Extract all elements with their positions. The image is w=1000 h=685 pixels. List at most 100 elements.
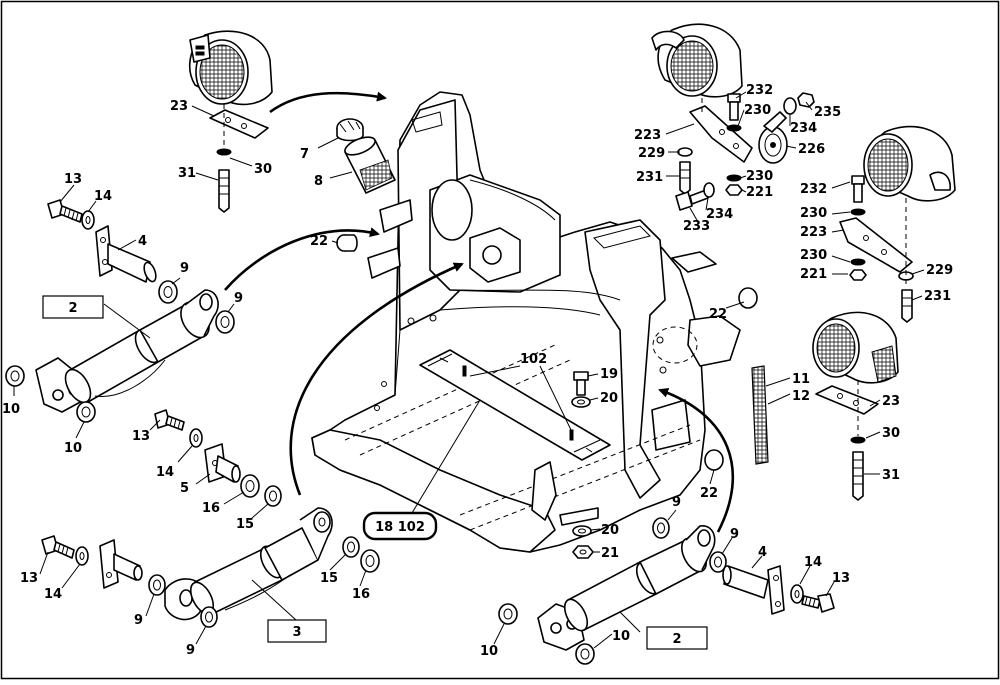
callout-10-right-a: 10	[480, 644, 498, 659]
callout-9-right-b: 9	[730, 527, 739, 542]
callout-14-upper-left: 14	[94, 189, 112, 204]
leader-lines	[13, 91, 925, 649]
washer-230-right-a	[850, 208, 866, 216]
callout-230-right-b: 230	[800, 248, 827, 263]
washer-16-middle	[360, 549, 380, 573]
callout-23-top: 23	[170, 99, 188, 114]
nut-21	[572, 545, 594, 559]
callout-10-left-a: 10	[2, 402, 20, 417]
callout-13-middle-left: 13	[132, 429, 150, 444]
callout-20-lower: 20	[601, 523, 619, 538]
callout-14-middle-left: 14	[156, 465, 174, 480]
seal-10-left-b	[76, 401, 96, 423]
hydraulic-cylinder-2-right	[537, 525, 716, 651]
nut-235	[797, 92, 815, 108]
hydraulic-cylinder-3	[164, 507, 333, 621]
callout-231-right: 231	[924, 289, 951, 304]
bolt-13-upper-left	[47, 199, 83, 223]
callout-30-bottom: 30	[882, 426, 900, 441]
bolt-231-right	[901, 289, 913, 323]
washer-9-left-b	[215, 310, 235, 334]
arrow-cylinder-right	[658, 387, 735, 533]
callout-15-middle: 15	[320, 571, 338, 586]
callout-22-lower: 22	[700, 486, 718, 501]
callout-5: 5	[180, 481, 189, 496]
washer-20-upper	[571, 396, 591, 408]
callout-4-right: 4	[758, 545, 767, 560]
callout-14-right: 14	[804, 555, 822, 570]
washer-20-lower	[572, 525, 592, 537]
label-box-2-left: 2	[42, 295, 104, 319]
callout-7: 7	[300, 147, 309, 162]
seal-10-right-b	[575, 643, 595, 665]
label-box-18102: 18 102	[362, 511, 438, 541]
callout-10-left-b: 10	[64, 441, 82, 456]
callout-9-right-a: 9	[672, 495, 681, 510]
bracket-plate-102	[419, 349, 611, 461]
arrow-cylinder-3	[289, 262, 464, 496]
washer-16-left	[240, 474, 260, 498]
callout-22-right: 22	[709, 307, 727, 322]
seal-10-right-a	[498, 603, 518, 625]
callout-15-left: 15	[236, 517, 254, 532]
callout-30-top: 30	[254, 162, 272, 177]
washer-15-left	[264, 485, 282, 507]
bolt-19	[573, 371, 589, 396]
bolt-31-bottom	[852, 451, 864, 501]
label-2-left-text: 2	[68, 301, 77, 316]
washer-230-right-b	[850, 258, 866, 266]
callout-230-top-a: 230	[744, 103, 771, 118]
callout-13-upper-left: 13	[64, 172, 82, 187]
work-lamp-middle-right	[863, 125, 956, 202]
callout-223-right: 223	[800, 225, 827, 240]
callout-9-lower-left-b: 9	[186, 643, 195, 658]
bolt-13-middle-left	[154, 409, 185, 431]
callout-229-top: 229	[638, 146, 665, 161]
callout-23-bottom: 23	[882, 394, 900, 409]
label-2-right-text: 2	[672, 632, 681, 647]
bolt-231-top	[679, 161, 691, 195]
callout-232-right: 232	[800, 182, 827, 197]
callout-4-left: 4	[138, 234, 147, 249]
callout-235: 235	[814, 105, 841, 120]
nut-221-top	[725, 184, 743, 196]
callout-31-bottom: 31	[882, 468, 900, 483]
pin-4-left	[95, 225, 157, 283]
callout-233: 233	[683, 219, 710, 234]
plug-22-right	[738, 287, 758, 309]
sleeve-8	[344, 136, 396, 194]
pin-lower-left	[99, 539, 143, 589]
washer-9-right-b	[709, 551, 727, 573]
bolt-233	[675, 189, 709, 211]
callout-234-top: 234	[790, 121, 817, 136]
nut-221-right	[849, 269, 867, 281]
callout-19: 19	[600, 367, 618, 382]
washer-9-lower-left-a	[148, 574, 166, 596]
callout-230-right-a: 230	[800, 206, 827, 221]
washer-9-right-a	[652, 517, 670, 539]
work-lamp-top-left	[188, 30, 273, 106]
callout-11: 11	[792, 372, 810, 387]
callout-labels: 23 30 31 7 8 22 13 14 4 9 9 10 10 13 14 …	[2, 83, 953, 659]
callout-230-top-b: 230	[746, 169, 773, 184]
strip-11-12	[751, 365, 769, 465]
callout-9-left-b: 9	[234, 291, 243, 306]
callout-13-right: 13	[832, 571, 850, 586]
callout-10-right-b: 10	[612, 629, 630, 644]
washer-9-lower-left-b	[200, 606, 218, 628]
bolt-13-lower-left	[41, 535, 75, 559]
washer-14-right	[790, 584, 804, 604]
washer-14-lower-left	[75, 546, 89, 566]
bolt-31-top	[218, 169, 230, 213]
callout-9-lower-left-a: 9	[134, 613, 143, 628]
callout-102: 102	[520, 352, 547, 367]
arrow-cylinder-upper	[224, 227, 380, 291]
bolt-13-right	[801, 593, 835, 613]
callout-232-top: 232	[746, 83, 773, 98]
plug-22-lower	[704, 449, 724, 471]
washer-14-upper-left	[81, 210, 95, 230]
callout-22-top: 22	[310, 234, 328, 249]
lamp-bracket-223-right	[839, 217, 913, 273]
